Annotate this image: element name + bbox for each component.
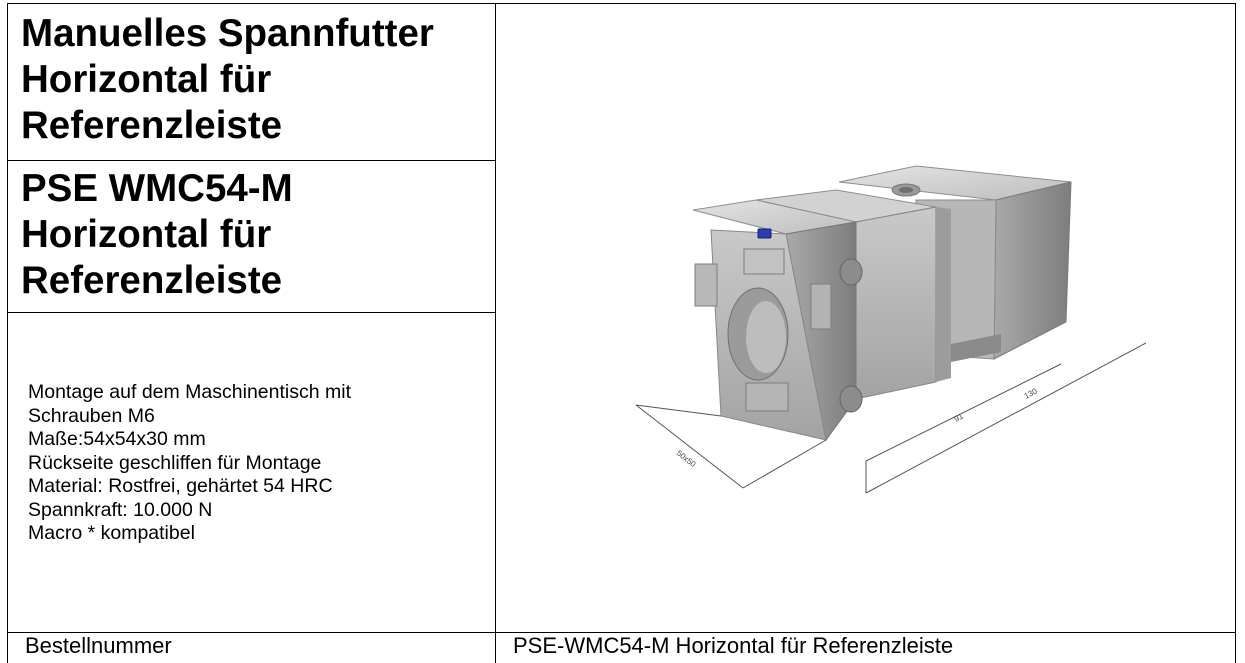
description-line: Spannkraft: 10.000 N: [28, 498, 213, 521]
description-line: Rückseite geschliffen für Montage: [28, 451, 322, 474]
page-title: Manuelles Spannfutter Horizontal für Ref…: [18, 11, 494, 149]
title-line: Referenzleiste: [21, 259, 283, 302]
table-border-left: [7, 3, 8, 663]
description-line: Macro * kompatibel: [28, 522, 195, 544]
product-title: PSE WMC54-M Horizontal für Referenzleist…: [18, 166, 494, 304]
column-divider: [495, 3, 496, 663]
title-line: PSE WMC54-M: [21, 167, 293, 210]
title-line: Horizontal für: [21, 213, 272, 256]
description-line: Material: Rostfrei, gehärtet 54 HRC: [28, 475, 333, 497]
dimension-label: 130: [1023, 386, 1039, 400]
description-line: Montage auf dem Maschinentisch mit: [28, 381, 351, 403]
title-line: Referenzleiste: [21, 104, 283, 147]
description-line: Maße:54x54x30 mm: [28, 428, 206, 450]
product-image: 50x50 91 130: [496, 4, 1235, 632]
chuck-drawing: 50x50 91 130: [635, 165, 1147, 494]
title-line: Manuelles Spannfutter: [21, 12, 434, 55]
title-line: Horizontal für: [21, 58, 272, 101]
row-divider: [7, 632, 1236, 633]
product-description: Montage auf dem Maschinentisch mit Schra…: [25, 381, 493, 546]
order-number-value: PSE-WMC54-M Horizontal für Referenzleist…: [513, 633, 954, 658]
row-divider: [7, 160, 496, 161]
description-line: Schrauben M6: [28, 404, 155, 427]
dimension-label: 91: [953, 411, 966, 423]
order-number-label: Bestellnummer: [25, 633, 172, 658]
table-border-right: [1235, 3, 1236, 663]
spec-table: Manuelles Spannfutter Horizontal für Ref…: [7, 3, 1236, 663]
row-divider: [7, 312, 496, 313]
dimension-label: 50x50: [675, 448, 698, 469]
table-border-top: [7, 3, 1236, 4]
